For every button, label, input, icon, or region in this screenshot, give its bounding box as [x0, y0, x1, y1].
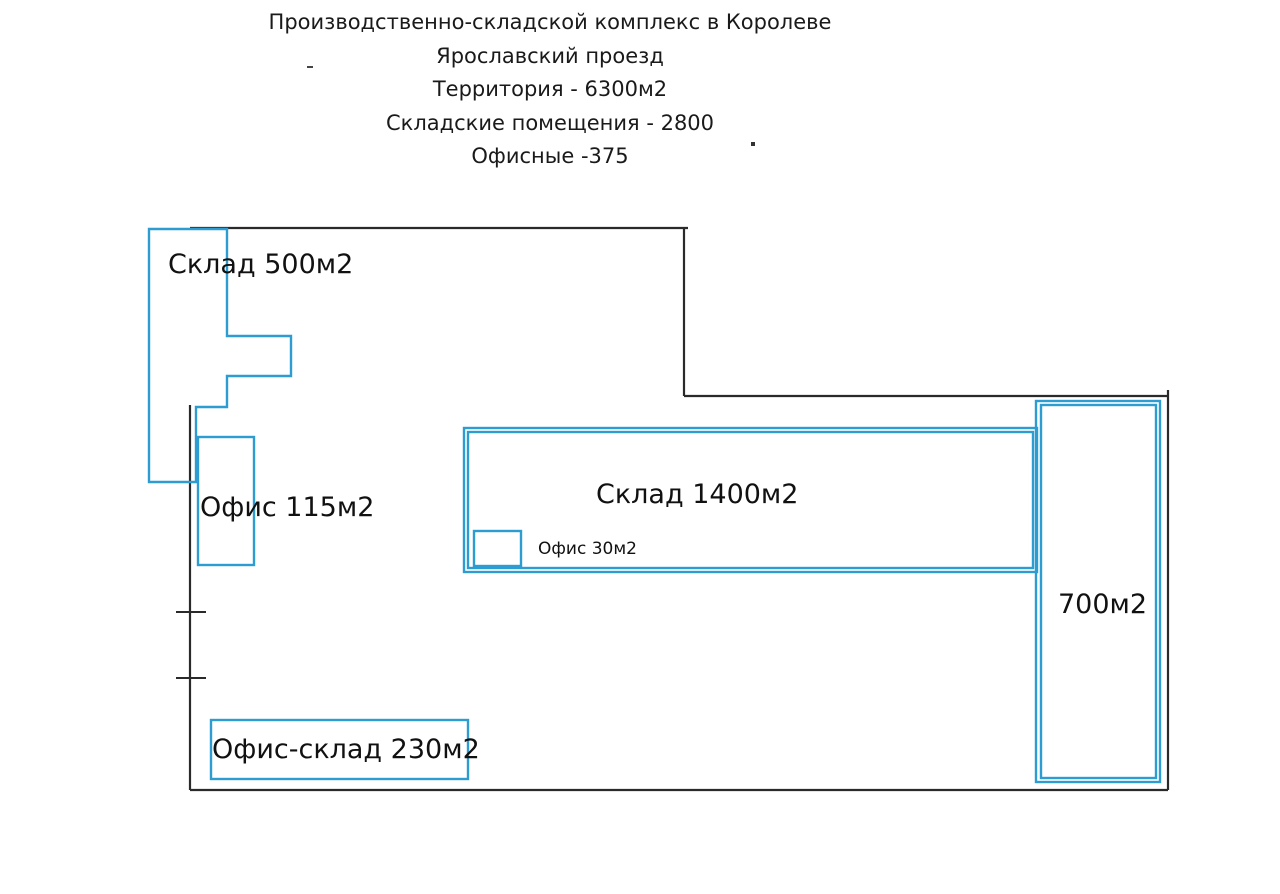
room-ofis-115 [196, 435, 256, 567]
room-sklad-500 [147, 227, 293, 484]
label-ofis-115: Офис 115м2 [200, 492, 375, 523]
label-ofis-30: Офис 30м2 [538, 539, 637, 559]
room-sklad-1400-inner [466, 430, 1035, 570]
header-title: Производственно-складской комплекс в Кор… [268, 10, 832, 34]
header-address: Ярославский проезд [436, 43, 664, 68]
building-outline [188, 226, 1170, 792]
label-sklad-700: 700м2 [1058, 589, 1148, 620]
speck [751, 142, 755, 146]
room-ofis-30 [472, 529, 523, 568]
room-ofis-sklad-230 [209, 718, 470, 781]
label-sklad-1400: Склад 1400м2 [596, 479, 799, 510]
header-warehouse-area: Складские помещения - 2800 [385, 110, 715, 135]
room-sklad-700 [1034, 399, 1162, 784]
header-territory: Территория - 6300м2 [432, 77, 668, 101]
label-sklad-500: Склад 500м2 [168, 249, 354, 280]
label-ofis-sklad-230: Офис-склад 230м2 [212, 734, 480, 765]
room-sklad-700-inner [1039, 403, 1158, 780]
header-office-area: Офисные -375 [471, 144, 629, 168]
plan-header: Производственно-складской комплекс в Кор… [250, 6, 850, 174]
